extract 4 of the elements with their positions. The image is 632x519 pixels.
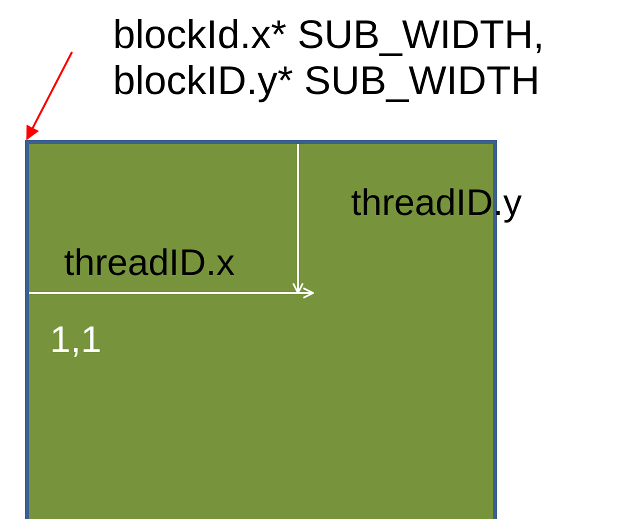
formula-label: blockId.x* SUB_WIDTH, blockID.y* SUB_WIDTH xyxy=(113,12,628,104)
axis-label: threadID.x xyxy=(64,244,235,281)
leader-arrow xyxy=(26,52,73,140)
index-label: 1,1 xyxy=(50,321,102,358)
